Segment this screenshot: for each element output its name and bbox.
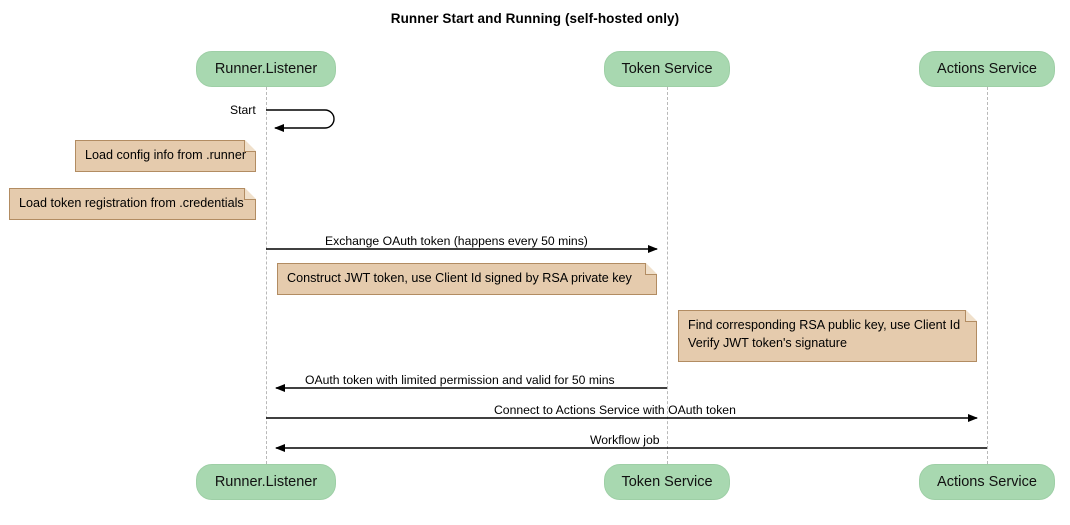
arrow-start bbox=[266, 109, 335, 132]
note-line: Verify JWT token's signature bbox=[688, 336, 847, 350]
participant-label: Token Service bbox=[621, 61, 713, 77]
note-fold-corner-icon bbox=[965, 309, 977, 322]
participant-top-token-service[interactable]: Token Service bbox=[604, 51, 730, 87]
message-label-connect-actions-service: Connect to Actions Service with OAuth to… bbox=[494, 403, 736, 417]
lifeline-token-service bbox=[667, 87, 668, 464]
participant-label: Runner.Listener bbox=[214, 61, 318, 77]
note-fold-corner-icon bbox=[244, 187, 256, 200]
note-load-config-info: Load config info from .runner bbox=[75, 139, 256, 172]
note-line: Find corresponding RSA public key, use C… bbox=[688, 318, 961, 332]
participant-bottom-runner-listener[interactable]: Runner.Listener bbox=[196, 464, 336, 500]
participant-label: Actions Service bbox=[937, 61, 1037, 77]
participant-bottom-token-service[interactable]: Token Service bbox=[604, 464, 730, 500]
message-label-workflow-job: Workflow job bbox=[590, 433, 660, 447]
note-line: Load config info from .runner bbox=[85, 148, 247, 162]
message-label-exchange-oauth-token: Exchange OAuth token (happens every 50 m… bbox=[325, 234, 588, 248]
participant-label: Actions Service bbox=[937, 474, 1037, 490]
diagram-title: Runner Start and Running (self-hosted on… bbox=[390, 11, 680, 26]
note-line: Load token registration from .credential… bbox=[19, 196, 244, 210]
participant-label: Token Service bbox=[621, 474, 713, 490]
note-fold-corner-icon bbox=[645, 262, 657, 275]
note-fold-corner-icon bbox=[244, 139, 256, 152]
message-label-oauth-token-reply: OAuth token with limited permission and … bbox=[305, 373, 615, 387]
note-line: Construct JWT token, use Client Id signe… bbox=[287, 271, 632, 285]
participant-top-actions-service[interactable]: Actions Service bbox=[919, 51, 1055, 87]
participant-top-runner-listener[interactable]: Runner.Listener bbox=[196, 51, 336, 87]
lifeline-actions-service bbox=[987, 87, 988, 464]
participant-label: Runner.Listener bbox=[214, 474, 318, 490]
message-label-start: Start bbox=[230, 103, 256, 117]
note-construct-jwt-token: Construct JWT token, use Client Id signe… bbox=[277, 262, 657, 295]
note-load-token-registration: Load token registration from .credential… bbox=[9, 187, 256, 220]
lifeline-runner-listener bbox=[266, 87, 267, 464]
participant-bottom-actions-service[interactable]: Actions Service bbox=[919, 464, 1055, 500]
note-verify-jwt-signature: Find corresponding RSA public key, use C… bbox=[678, 309, 977, 362]
